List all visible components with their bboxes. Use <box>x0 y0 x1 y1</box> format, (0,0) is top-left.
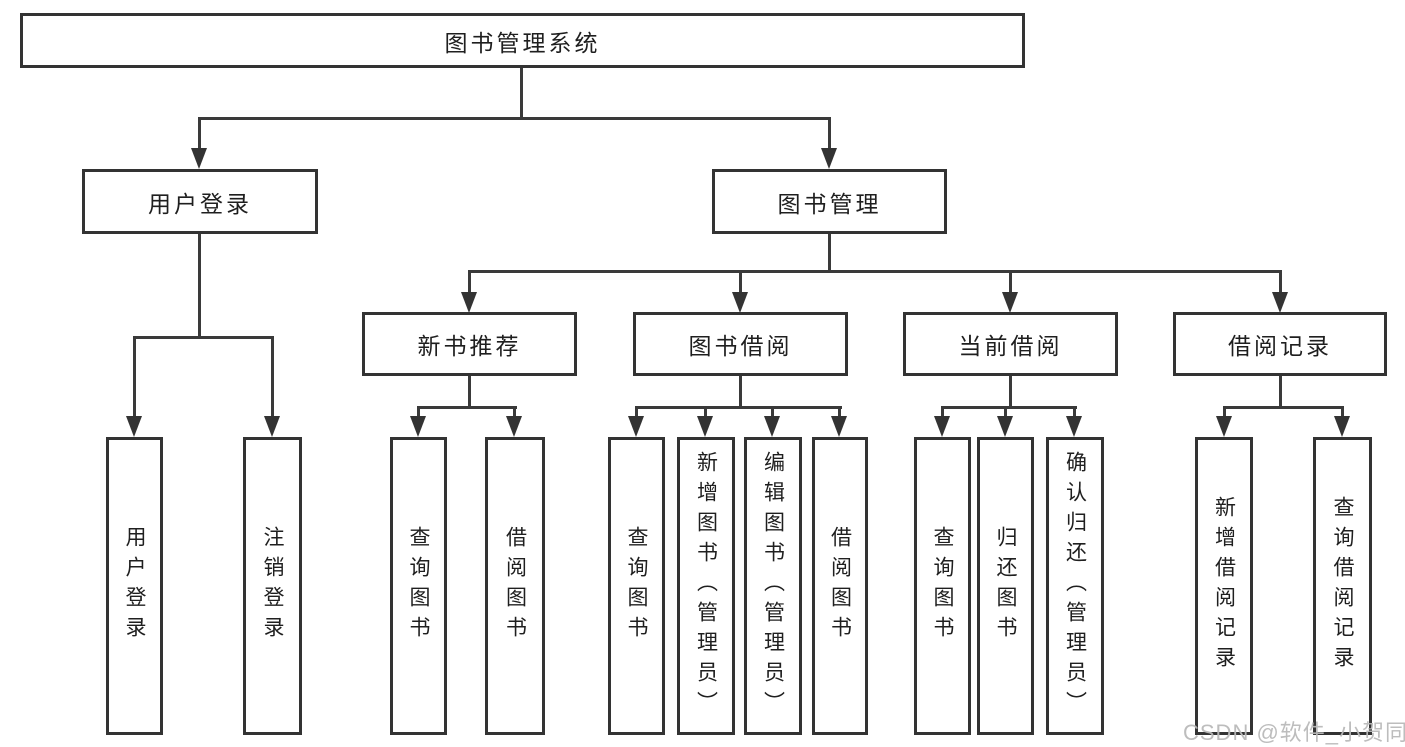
arrowhead-down-icon <box>410 416 426 437</box>
node-user-login: 用户登录 <box>82 169 318 234</box>
leaf-label: 查询图书 <box>931 526 954 646</box>
arrowhead-down-icon <box>1066 416 1082 437</box>
connector-level3-rail <box>468 270 1282 273</box>
connector-book-management-stub <box>828 233 831 272</box>
leaf-confirm-return-admin: 确认归还（管理员） <box>1046 437 1104 735</box>
connector-group4-rail <box>941 406 1077 409</box>
node-root: 图书管理系统 <box>20 13 1025 68</box>
leaf-borrow-books: 借阅图书 <box>485 437 545 735</box>
connector-drop-leaf <box>1223 406 1226 420</box>
connector-user-login-stub <box>198 233 201 337</box>
connector-drop-leaf <box>838 406 841 420</box>
connector-book-borrow-stub <box>739 375 742 408</box>
leaf-label: 借阅图书 <box>503 526 527 646</box>
leaf-query-books: 查询图书 <box>608 437 665 735</box>
leaf-query-books: 查询图书 <box>914 437 971 735</box>
connector-group2-rail <box>417 406 517 409</box>
connector-borrow-records-stub <box>1279 375 1282 408</box>
arrowhead-down-icon <box>191 148 207 169</box>
leaf-label: 编辑图书（管理员） <box>761 451 785 721</box>
arrowhead-down-icon <box>934 416 950 437</box>
leaf-label: 查询图书 <box>407 526 430 646</box>
leaf-add-borrow-record: 新增借阅记录 <box>1195 437 1253 735</box>
arrowhead-down-icon <box>997 416 1013 437</box>
connector-root-stub <box>520 68 523 119</box>
arrowhead-down-icon <box>821 148 837 169</box>
arrowhead-down-icon <box>126 416 142 437</box>
csdn-watermark: CSDN @软件_小贺同学 <box>1183 720 1405 745</box>
connector-drop-book-management <box>828 117 831 150</box>
leaf-borrow-books: 借阅图书 <box>812 437 868 735</box>
leaf-label: 查询借阅记录 <box>1331 496 1354 676</box>
arrowhead-down-icon <box>1002 292 1018 313</box>
connector-drop-leaf <box>635 406 638 420</box>
connector-current-borrow-stub <box>1009 375 1012 408</box>
arrowhead-down-icon <box>764 416 780 437</box>
connector-drop-borrow-records <box>1279 270 1282 295</box>
connector-drop-leaf <box>704 406 707 420</box>
node-borrow-records: 借阅记录 <box>1173 312 1387 376</box>
connector-group5-rail <box>1223 406 1344 409</box>
arrowhead-down-icon <box>831 416 847 437</box>
connector-drop-user-login <box>198 117 201 150</box>
node-book-borrow: 图书借阅 <box>633 312 848 376</box>
arrowhead-down-icon <box>506 416 522 437</box>
connector-group3-rail <box>635 406 842 409</box>
connector-drop-leaf <box>133 336 136 418</box>
leaf-label: 用户登录 <box>123 526 146 646</box>
connector-drop-new-book <box>468 270 471 295</box>
connector-new-book-stub <box>468 375 471 408</box>
arrowhead-down-icon <box>461 292 477 313</box>
leaf-label: 确认归还（管理员） <box>1063 451 1087 721</box>
connector-drop-leaf <box>271 336 274 418</box>
leaf-user-login: 用户登录 <box>106 437 163 735</box>
connector-drop-leaf <box>513 406 516 420</box>
arrowhead-down-icon <box>628 416 644 437</box>
connector-drop-leaf <box>1073 406 1076 420</box>
connector-drop-leaf <box>771 406 774 420</box>
arrowhead-down-icon <box>264 416 280 437</box>
leaf-label: 新增借阅记录 <box>1212 496 1236 676</box>
leaf-label: 新增图书（管理员） <box>694 451 718 721</box>
arrowhead-down-icon <box>1216 416 1232 437</box>
leaf-return-books: 归还图书 <box>977 437 1034 735</box>
leaf-label: 查询图书 <box>625 526 648 646</box>
connector-group1-rail <box>133 336 274 339</box>
arrowhead-down-icon <box>697 416 713 437</box>
arrowhead-down-icon <box>1272 292 1288 313</box>
leaf-edit-books-admin: 编辑图书（管理员） <box>744 437 802 735</box>
connector-drop-current-borrow <box>1009 270 1012 295</box>
leaf-label: 归还图书 <box>994 526 1017 646</box>
leaf-add-books-admin: 新增图书（管理员） <box>677 437 735 735</box>
leaf-logout: 注销登录 <box>243 437 302 735</box>
arrowhead-down-icon <box>1334 416 1350 437</box>
connector-drop-leaf <box>1004 406 1007 420</box>
connector-level2-rail <box>198 117 831 120</box>
leaf-query-borrow-record: 查询借阅记录 <box>1313 437 1372 735</box>
connector-drop-leaf <box>1341 406 1344 420</box>
arrowhead-down-icon <box>732 292 748 313</box>
leaf-query-books: 查询图书 <box>390 437 447 735</box>
leaf-label: 注销登录 <box>261 526 284 646</box>
node-book-management: 图书管理 <box>712 169 947 234</box>
node-new-book-recommend: 新书推荐 <box>362 312 577 376</box>
node-current-borrow: 当前借阅 <box>903 312 1118 376</box>
connector-drop-leaf <box>941 406 944 420</box>
connector-drop-leaf <box>417 406 420 420</box>
connector-drop-book-borrow <box>739 270 742 295</box>
leaf-label: 借阅图书 <box>828 526 852 646</box>
